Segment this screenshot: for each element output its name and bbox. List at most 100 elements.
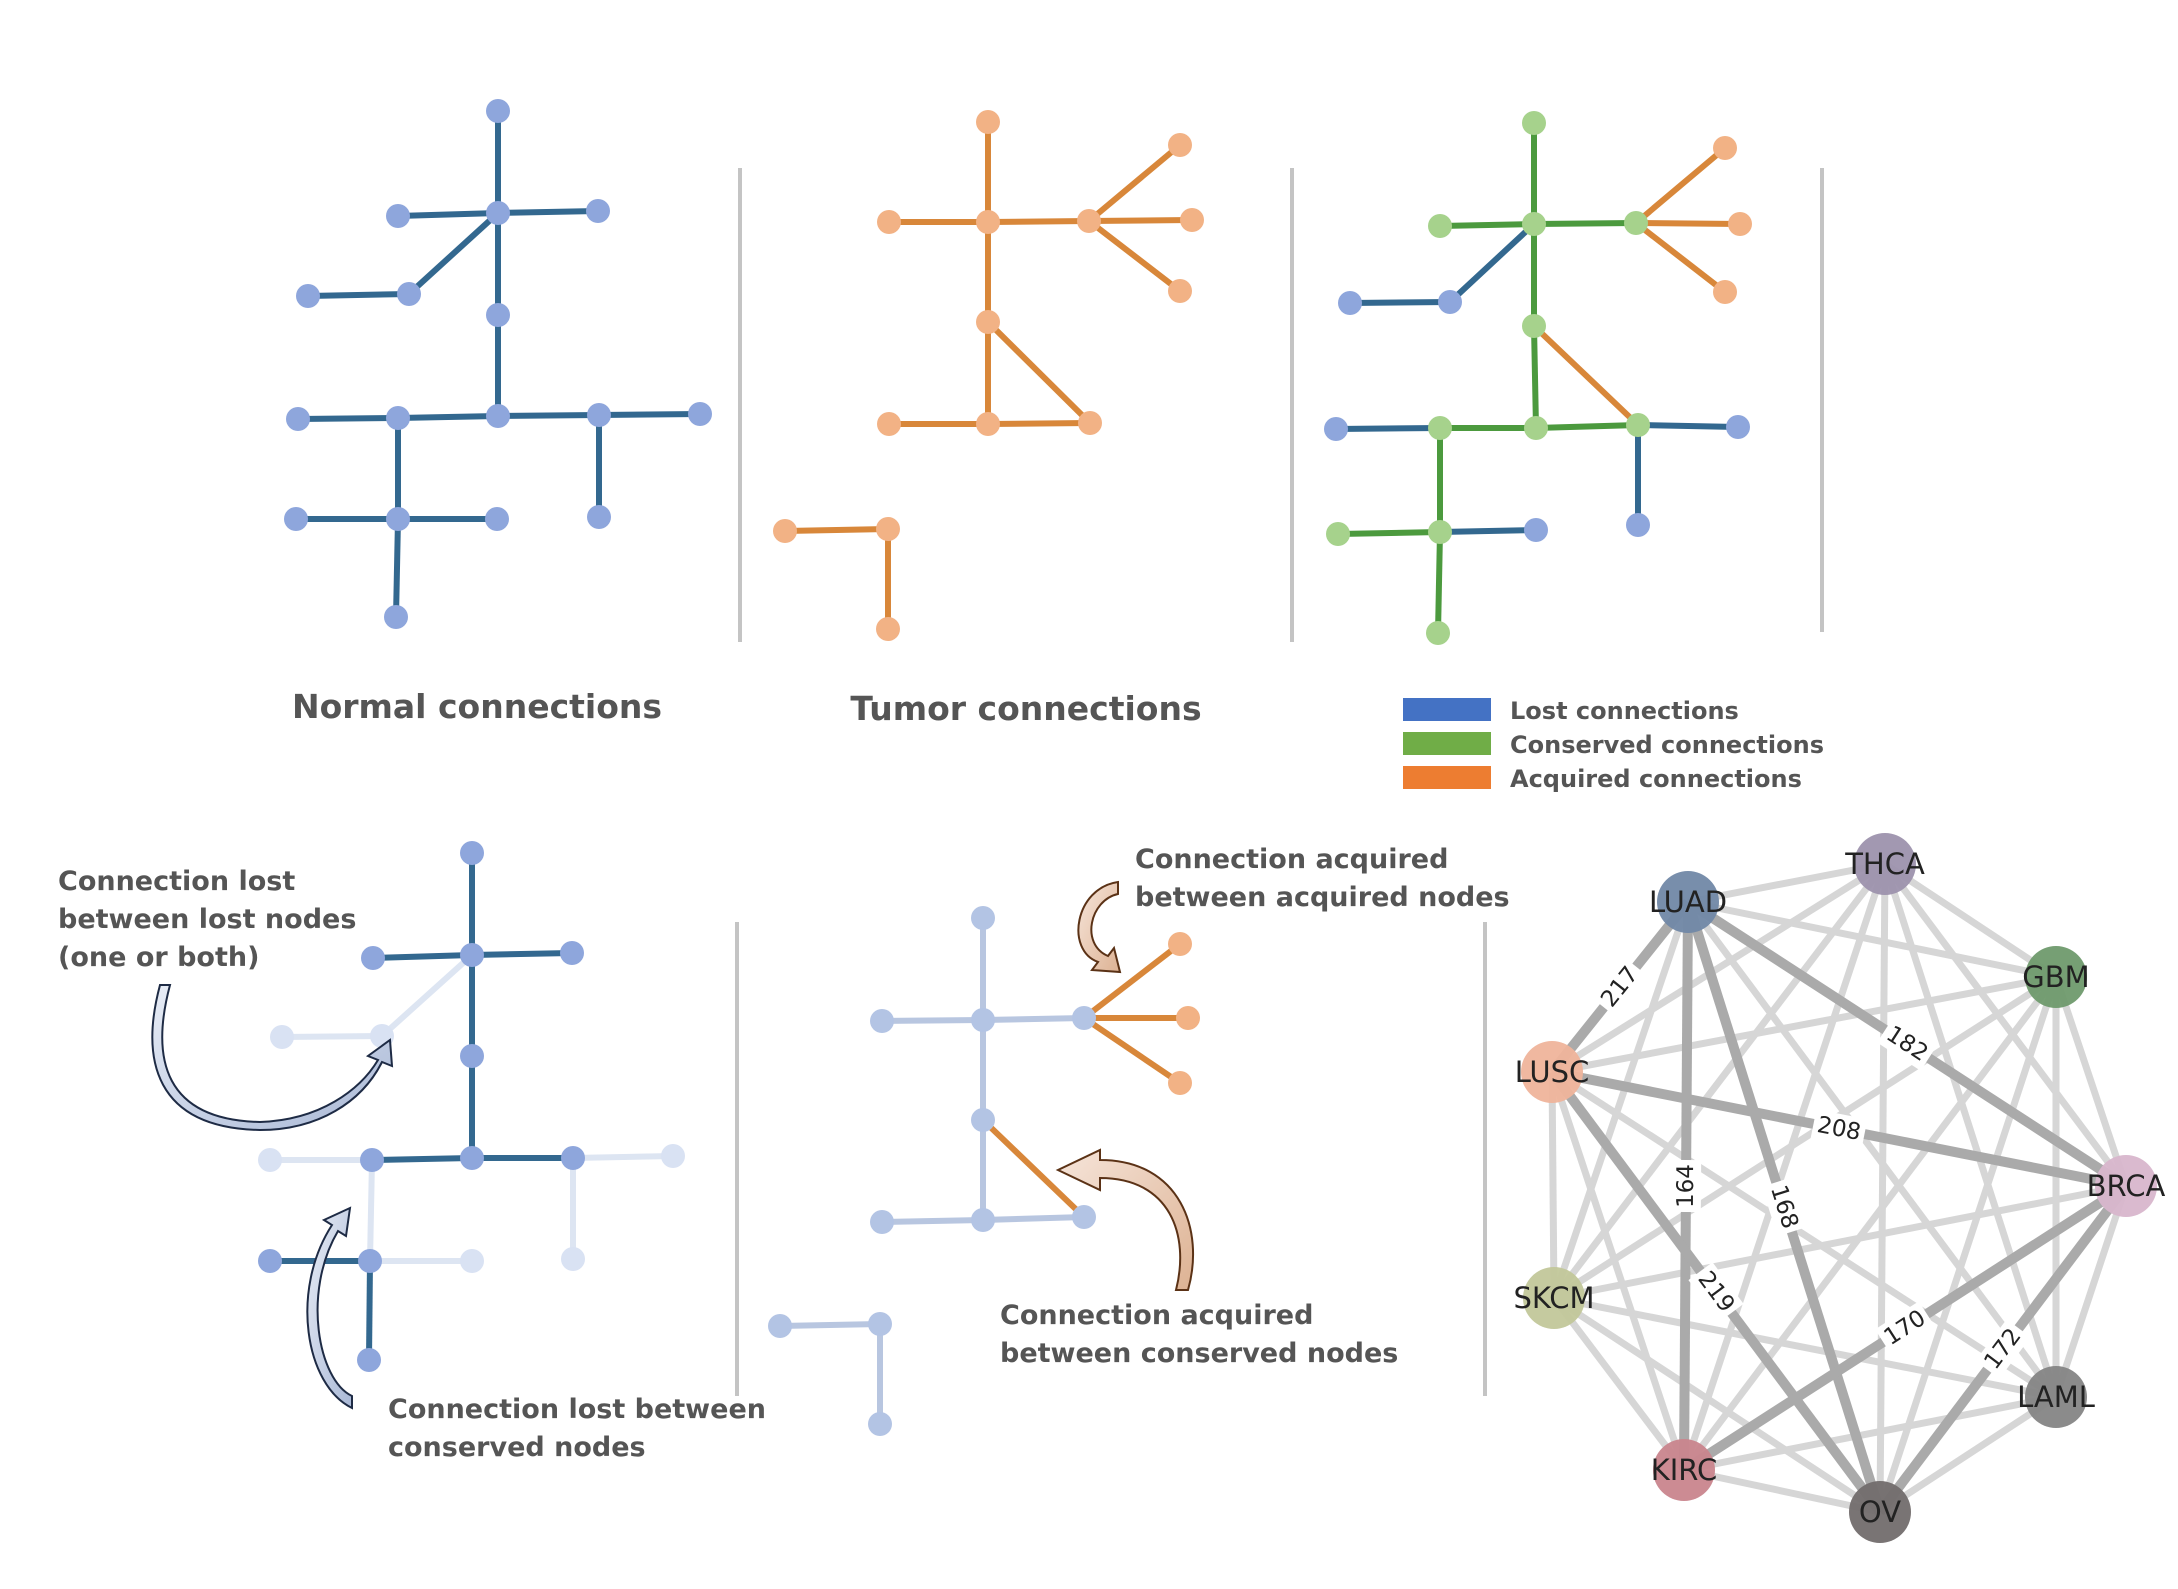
edge-weight-label: 164 xyxy=(1670,1159,1702,1213)
tumor-edge xyxy=(985,319,1093,426)
cancer-edge xyxy=(1552,1295,1882,1515)
conserved-edge xyxy=(1337,529,1441,537)
tumor-connections-title: Tumor connections xyxy=(850,689,1201,728)
conserved-node xyxy=(1522,212,1546,236)
legend-label-lost: Lost connections xyxy=(1510,697,1739,725)
cancer-edge xyxy=(1687,860,1886,906)
lost-node xyxy=(1324,417,1348,441)
conserved-node xyxy=(1522,111,1546,135)
acquired-node xyxy=(1713,280,1737,304)
cancer-edge xyxy=(1551,1295,1687,1473)
normal-edge xyxy=(397,413,499,421)
lost-edge xyxy=(471,950,573,958)
cancer-node-luad xyxy=(1657,871,1719,933)
faded-node xyxy=(1072,1006,1096,1030)
lost-node xyxy=(358,1249,382,1273)
cancer-node-label: GBM xyxy=(2022,960,2089,994)
faded-node xyxy=(971,906,995,930)
lost-node xyxy=(460,1146,484,1170)
tumor-node xyxy=(1168,133,1192,157)
annotation-text: Connection lost between xyxy=(388,1394,766,1425)
lost-node xyxy=(360,1148,384,1172)
lost-edge xyxy=(372,952,473,961)
normal-node xyxy=(286,407,310,431)
tumor-edge xyxy=(1087,142,1182,224)
lost-node xyxy=(258,1249,282,1273)
normal-edge xyxy=(307,291,410,299)
cancer-node-brca xyxy=(2095,1155,2157,1217)
cancer-node-kirc xyxy=(1653,1439,1715,1501)
lost-node xyxy=(561,1146,585,1170)
cancer-node-label: OV xyxy=(1859,1495,1901,1529)
normal-node xyxy=(486,201,510,225)
tumor-node xyxy=(876,517,900,541)
cancer-node-lusc xyxy=(1521,1041,1583,1103)
edge-weight-label-bg xyxy=(1592,957,1648,1017)
annotation-lost-between-conserved-nodes: Connection lost between conserved nodes xyxy=(306,1206,766,1463)
tumor-edge xyxy=(1087,218,1182,294)
conserved-node xyxy=(1426,621,1450,645)
acquired-connections-network xyxy=(768,906,1200,1436)
cancer-node-label: SKCM xyxy=(1513,1281,1594,1315)
lost-node xyxy=(357,1348,381,1372)
cancer-node-ov xyxy=(1849,1481,1911,1543)
normal-node xyxy=(485,507,509,531)
normal-node xyxy=(386,507,410,531)
conserved-node xyxy=(1428,520,1452,544)
tumor-node xyxy=(976,310,1000,334)
conserved-edge xyxy=(1535,422,1639,431)
lost-node xyxy=(560,941,584,965)
faded-node xyxy=(460,1249,484,1273)
cancer-node-label: THCA xyxy=(1844,847,1925,881)
faded-edge xyxy=(572,1153,674,1161)
edge-weight-label-bg xyxy=(1810,1109,1868,1149)
legend: Lost connections Conserved connections A… xyxy=(1403,697,1824,793)
annotation-text: (one or both) xyxy=(58,942,259,973)
lost-edge xyxy=(1447,221,1537,305)
annotation-acquired-between-conserved-nodes: Connection acquired between conserved no… xyxy=(1000,1148,1398,1369)
tumor-edge xyxy=(987,218,1090,225)
edge-weight-label-bg xyxy=(1761,1177,1807,1237)
cancer-edge xyxy=(2052,975,2130,1188)
normal-node xyxy=(688,402,712,426)
cancer-edge xyxy=(1685,899,2059,1400)
faded-node xyxy=(971,1208,995,1232)
lost-node xyxy=(460,841,484,865)
cancer-edge xyxy=(1683,1393,2057,1474)
lost-node xyxy=(1726,415,1750,439)
normal-node xyxy=(284,507,308,531)
normal-edge xyxy=(497,208,599,216)
acquired-edge xyxy=(1634,220,1727,295)
cancer-edge xyxy=(1550,1069,2058,1400)
lost-edge xyxy=(1637,422,1739,430)
lost-node xyxy=(1626,513,1650,537)
edge-weight-label-bg xyxy=(1975,1319,2031,1379)
normal-node xyxy=(386,204,410,228)
acquired-node xyxy=(1713,136,1737,160)
cancer-node-label: BRCA xyxy=(2087,1169,2166,1203)
conserved-node xyxy=(1428,214,1452,238)
lost-edge xyxy=(1335,425,1441,432)
legend-label-conserved: Conserved connections xyxy=(1510,731,1824,759)
legend-swatch-conserved xyxy=(1403,732,1491,755)
cancer-edge xyxy=(2052,1184,2130,1399)
cancer-edge xyxy=(1552,974,2058,1301)
tumor-network xyxy=(773,110,1204,641)
conserved-node xyxy=(1428,416,1452,440)
cancer-edge xyxy=(1548,1070,1688,1472)
cancer-edge xyxy=(1553,1294,2057,1401)
faded-edge xyxy=(379,952,475,1039)
lost-node xyxy=(361,946,385,970)
annotation-text: Connection acquired xyxy=(1135,844,1448,875)
cancer-node-label: LUSC xyxy=(1515,1055,1590,1089)
normal-edge xyxy=(297,415,399,422)
edge-weight-label: 208 xyxy=(1810,1109,1868,1149)
conserved-edge xyxy=(1435,531,1443,634)
faded-node xyxy=(661,1144,685,1168)
cancer-node-label: LUAD xyxy=(1649,885,1727,919)
acquired-node xyxy=(1168,1071,1192,1095)
edge-weight-label-bg xyxy=(1875,1301,1935,1355)
normal-edge xyxy=(497,412,600,419)
conserved-node xyxy=(1626,413,1650,437)
faded-edge xyxy=(982,1214,1085,1223)
